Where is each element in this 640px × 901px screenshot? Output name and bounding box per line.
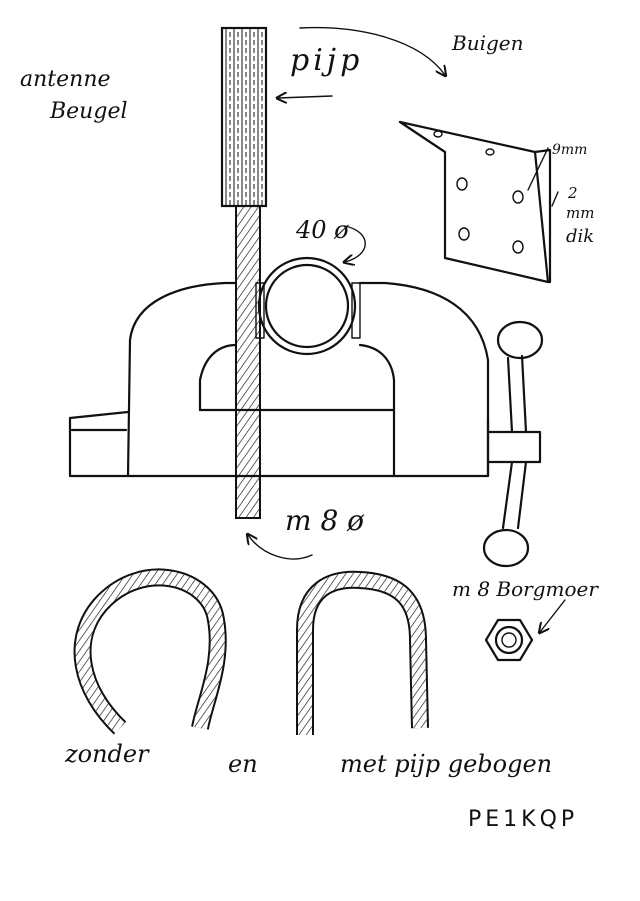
rod-size-label: m 8 ø [285, 504, 365, 537]
antenna-label-line2: Beugel [49, 99, 128, 124]
u-bolt-with-pipe [296, 570, 429, 735]
thickness-word-label: dik [566, 226, 594, 247]
caption-without: zonder [64, 740, 150, 768]
bend-label: Buigen [451, 31, 524, 55]
thickness-value-label: 2 [567, 184, 578, 202]
locknut-drawing [484, 618, 534, 662]
caption-and: en [228, 750, 258, 778]
pipe-drawing [220, 26, 268, 208]
pipe-diameter-label: 40 ø [295, 216, 349, 244]
callsign-label: PE1KQP [468, 807, 578, 832]
caption-with: met pijp gebogen [340, 750, 552, 778]
antenna-label-line1: antenne [20, 67, 111, 92]
threaded-rod [235, 205, 261, 519]
locknut-label: m 8 Borgmoer [452, 577, 599, 601]
pipe-cross-section [257, 256, 357, 356]
u-bolt-without-pipe [73, 568, 227, 735]
clamp-body [68, 281, 490, 478]
hole-size-label: 9mm [552, 142, 587, 158]
annotation-arrows [248, 26, 566, 632]
thickness-unit-label: mm [566, 204, 594, 222]
angle-bracket [398, 120, 559, 284]
clamp-bolt [482, 320, 544, 568]
pipe-label: pijp [290, 43, 363, 78]
